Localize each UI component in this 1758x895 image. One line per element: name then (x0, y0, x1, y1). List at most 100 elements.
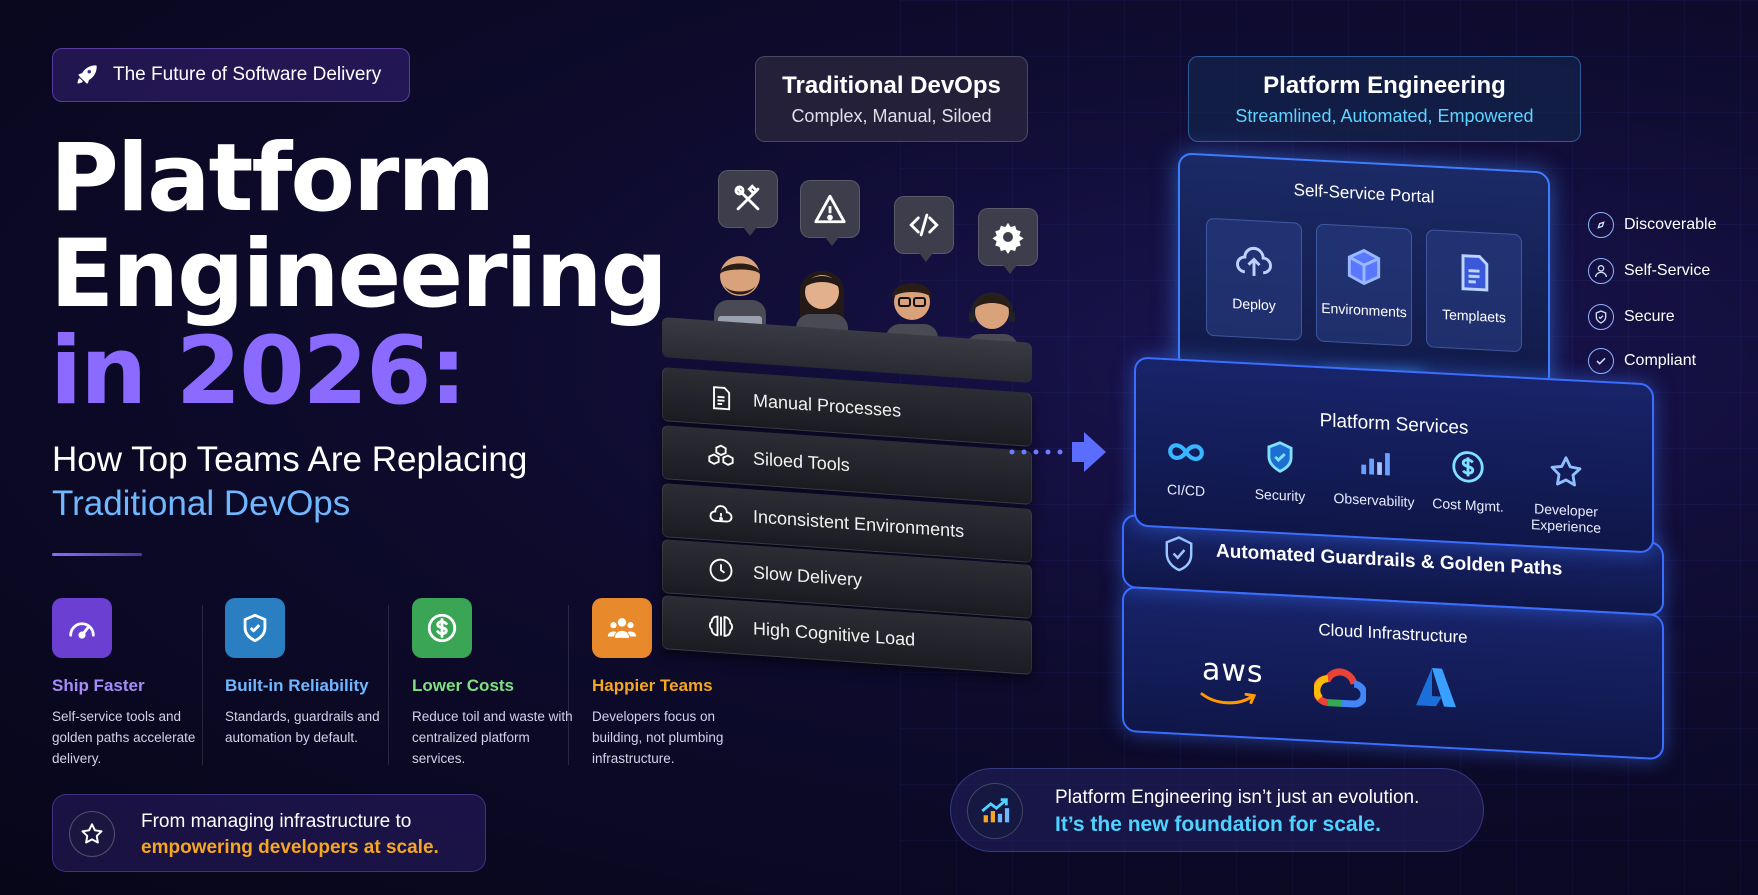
layer-label: Inconsistent Environments (753, 505, 965, 541)
platform-engineering-title: Platform Engineering (1263, 72, 1506, 99)
portal-title: Self-Service Portal (1293, 180, 1435, 207)
benefit-divider (202, 605, 203, 765)
top-badge: The Future of Software Delivery (52, 48, 410, 102)
hero-title-line-2: Engineering (50, 220, 668, 329)
service-developer-experience: Developer Experience (1524, 451, 1608, 536)
compass-icon (1588, 212, 1614, 238)
portal-card-label: Deploy (1232, 295, 1276, 314)
layer-manual-processes: Manual Processes (662, 367, 1032, 447)
people-icon (592, 598, 652, 658)
platform-services-layer: Platform Services CI/CD Security Observa… (1134, 356, 1654, 554)
portal-card-label: Templaets (1442, 306, 1506, 326)
benefit-divider (568, 605, 569, 765)
benefit-divider (388, 605, 389, 765)
brain-icon (708, 615, 734, 637)
check-circle-icon (1588, 348, 1614, 374)
layer-siloed-tools: Siloed Tools (662, 425, 1032, 505)
hero-title-line-1: Platform (50, 124, 495, 233)
hero-title-line-3: in 2026: (50, 317, 467, 426)
callout-right-line-1: Platform Engineering isn’t just an evolu… (1055, 787, 1420, 808)
tools-icon (718, 170, 778, 236)
dollar-icon (1452, 451, 1484, 483)
service-label: CI/CD (1166, 481, 1206, 500)
benefit-happier-teams: Happier Teams Developers focus on buildi… (592, 598, 762, 769)
cloud-infrastructure-title: Cloud Infrastructure (1318, 620, 1468, 647)
feature-label: Secure (1624, 308, 1675, 325)
shield-check-icon (1165, 536, 1193, 572)
portal-card-environments[interactable]: Environments (1316, 223, 1412, 347)
layer-label: High Cognitive Load (753, 617, 916, 650)
self-service-portal: Self-Service Portal Deploy Environments … (1178, 152, 1550, 390)
arrow-right-icon (1009, 432, 1106, 472)
cloud-upload-icon (1236, 246, 1272, 276)
warning-icon (800, 180, 860, 246)
feature-self-service: Self-Service (1588, 258, 1710, 284)
layer-inconsistent-environments: Inconsistent Environments (662, 483, 1032, 563)
star-icon (1550, 456, 1582, 487)
layer-slow-delivery: Slow Delivery (662, 539, 1032, 619)
shield-check-icon (1267, 441, 1293, 473)
benefit-description: Self-service tools and golden paths acce… (52, 709, 196, 766)
service-label: Observability (1333, 489, 1415, 511)
callout-right-line-2: It’s the new foundation for scale. (1055, 813, 1381, 836)
benefit-title: Built-in Reliability (225, 676, 369, 695)
service-observability: Observability (1332, 441, 1416, 510)
cloud-alert-icon (709, 505, 733, 523)
benefit-title: Happier Teams (592, 676, 713, 695)
service-label: Security (1254, 485, 1306, 505)
aws-smile-icon (1200, 692, 1256, 705)
speedometer-icon (52, 598, 112, 658)
gear-icon (978, 208, 1038, 274)
platform-engineering-header: Platform Engineering Streamlined, Automa… (1188, 56, 1581, 142)
feature-label: Discoverable (1624, 216, 1717, 233)
callout-left-line-2: empowering developers at scale. (141, 837, 439, 858)
accent-divider (52, 553, 142, 556)
traditional-devops-subtitle: Complex, Manual, Siloed (791, 106, 992, 126)
cubes-icon (708, 444, 734, 466)
top-badge-label: The Future of Software Delivery (113, 64, 382, 85)
service-ci-cd: CI/CD (1144, 431, 1228, 500)
benefit-description: Developers focus on building, not plumbi… (592, 709, 724, 766)
benefit-description: Reduce toil and waste with centralized p… (412, 709, 573, 766)
guardrails-layer: Automated Guardrails & Golden Paths (1122, 513, 1664, 617)
feature-discoverable: Discoverable (1588, 212, 1716, 238)
benefit-ship-faster: Ship Faster Self-service tools and golde… (52, 598, 222, 769)
feature-label: Compliant (1624, 352, 1697, 369)
service-cost-mgmt: Cost Mgmt. (1426, 446, 1510, 515)
callout-left-line-1: From managing infrastructure to (141, 811, 412, 832)
benefit-built-in-reliability: Built-in Reliability Standards, guardrai… (225, 598, 395, 748)
hero-subtitle-line-2: Traditional DevOps (52, 484, 351, 523)
cloud-infrastructure-layer: Cloud Infrastructure aws (1122, 585, 1664, 761)
traditional-devops-header: Traditional DevOps Complex, Manual, Silo… (755, 56, 1028, 142)
traditional-devops-title: Traditional DevOps (782, 72, 1001, 99)
growth-chart-icon (967, 783, 1023, 839)
user-icon (1588, 258, 1614, 284)
azure-logo (1416, 668, 1456, 708)
shield-check-icon (225, 598, 285, 658)
service-security: Security (1238, 436, 1322, 505)
rocket-icon (77, 65, 97, 84)
platform-engineering-subtitle: Streamlined, Automated, Empowered (1235, 106, 1534, 126)
hero-subtitle-line-1: How Top Teams Are Replacing (52, 440, 528, 479)
portal-card-templates[interactable]: Templaets (1426, 229, 1522, 353)
file-text-icon (1461, 254, 1489, 292)
feature-secure: Secure (1588, 304, 1675, 330)
layer-label: Slow Delivery (753, 561, 863, 590)
feature-compliant: Compliant (1588, 348, 1696, 374)
callout-new-foundation: Platform Engineering isn’t just an evolu… (950, 768, 1484, 852)
benefit-title: Ship Faster (52, 676, 145, 695)
bar-chart-icon (1361, 453, 1390, 476)
service-label: Developer Experience (1530, 500, 1602, 536)
feature-label: Self-Service (1624, 262, 1711, 279)
portal-card-deploy[interactable]: Deploy (1206, 217, 1302, 341)
star-icon (69, 811, 115, 857)
layer-label: Siloed Tools (753, 447, 850, 475)
document-icon (713, 386, 731, 411)
benefit-description: Standards, guardrails and automation by … (225, 709, 380, 745)
portal-card-label: Environments (1321, 299, 1407, 321)
google-cloud-logo (1314, 668, 1366, 708)
shield-check-icon (1588, 304, 1614, 330)
cube-icon (1347, 248, 1381, 286)
benefit-title: Lower Costs (412, 676, 515, 695)
clock-icon (709, 558, 733, 582)
